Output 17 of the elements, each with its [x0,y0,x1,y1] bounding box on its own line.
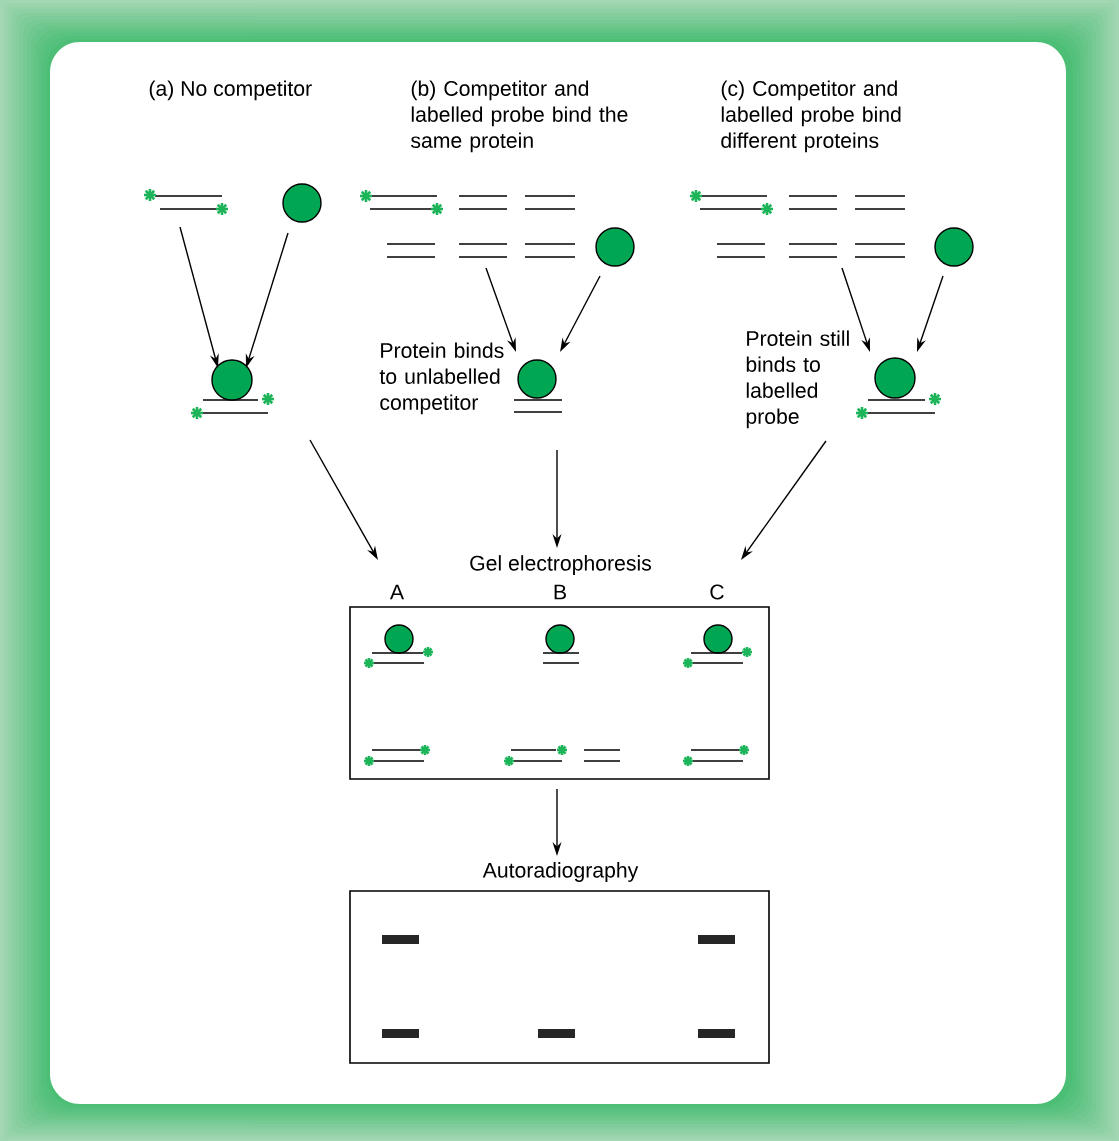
caption-text: Protein still binds to labelled probe [746,330,849,429]
lane-label: C [710,584,724,600]
caption-text: Protein binds to unlabelled competitor [379,342,504,415]
dna-drawing [144,189,228,215]
protein-drawing [934,227,974,267]
panel-heading: (c) Competitor and labelled probe bind different proteins [721,80,901,153]
gel-box: Gel electrophoresis A B C [349,555,770,780]
autoradiograph-box: Autoradiography [349,862,770,1064]
complex-drawing [191,359,274,419]
lane-label: A [389,584,405,600]
lane-label: B [554,584,566,600]
panel-heading: (b) Competitor and labelled probe bind the same protein [411,80,628,153]
protein-drawing [282,183,322,223]
panel-heading: (a) No competitor [149,80,312,101]
protein-drawing [595,227,635,267]
dna-drawing [690,190,906,258]
dna-drawing [360,190,576,258]
